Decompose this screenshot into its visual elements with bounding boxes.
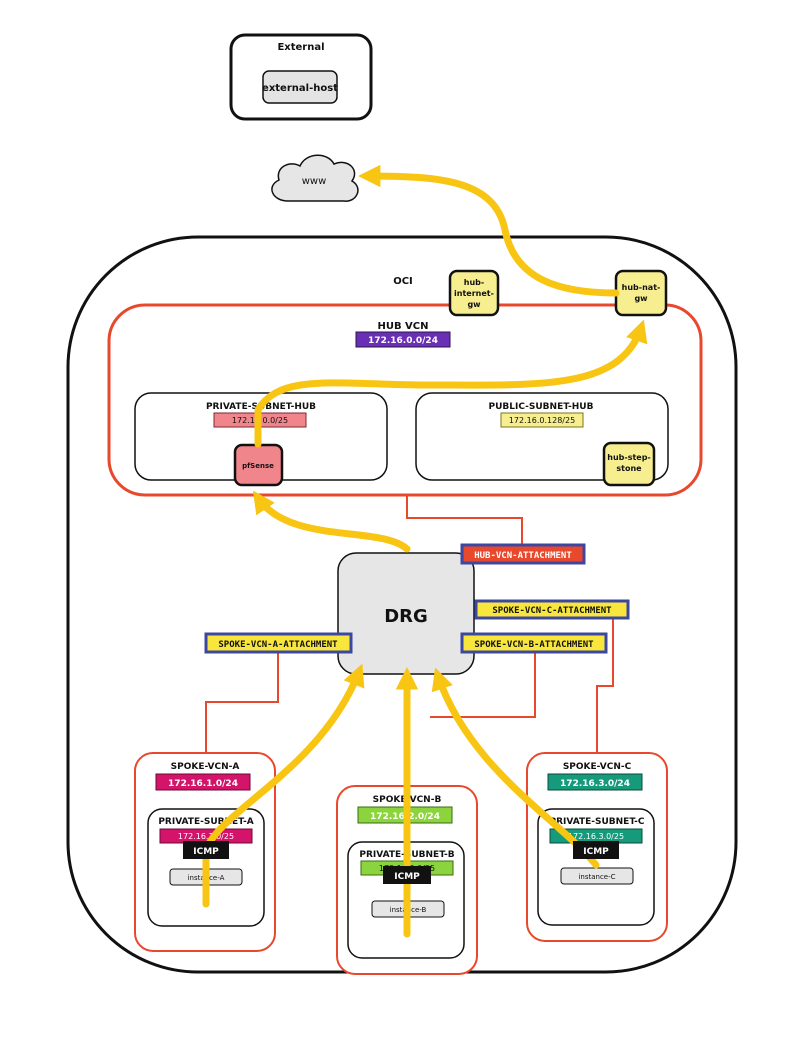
hub-internet-gw-label-2: internet- — [454, 289, 494, 298]
spoke-c-cidr-badge — [547, 773, 643, 791]
icmp-a-label: ICMP — [193, 847, 219, 857]
private-subnet-c-cidr: 172.16.3.0/25 — [568, 832, 624, 841]
hub-vcn-cidr: 172.16.0.0/24 — [368, 336, 438, 346]
spoke-a-attachment-link — [205, 651, 279, 756]
hub-internet-gw-label-1: hub- — [464, 278, 484, 287]
hub-vcn-title: HUB VCN — [377, 321, 428, 332]
spoke-c-attachment-badge — [474, 599, 630, 620]
hub-internet-gw-label-3: gw — [467, 300, 481, 309]
hub-step-stone-label-1: hub-step- — [607, 453, 651, 462]
spoke-c-title: SPOKE-VCN-C — [563, 762, 632, 772]
external-title: External — [277, 42, 324, 53]
spoke-a-cidr-badge — [155, 773, 251, 791]
spoke-c-cidr: 172.16.3.0/24 — [560, 779, 630, 789]
external-host-label: external-host — [262, 83, 338, 94]
spoke-c-attachment-label: SPOKE-VCN-C-ATTACHMENT — [492, 606, 612, 616]
public-subnet-hub-cidr-badge — [500, 412, 584, 428]
drg-label: DRG — [384, 606, 428, 627]
hub-nat-gw-box — [614, 269, 668, 317]
icmp-c-label: ICMP — [583, 847, 609, 857]
internet-cloud: www — [271, 154, 359, 202]
cloud-icon — [271, 154, 359, 202]
spoke-b-attachment-badge — [460, 632, 608, 654]
hub-step-stone-box — [602, 441, 656, 487]
pfsense-label: pfSense — [242, 462, 274, 470]
icmp-c-badge — [573, 841, 619, 859]
spoke-c-attachment-link — [596, 617, 614, 756]
external-host-box — [262, 70, 338, 104]
internet-label: www — [302, 176, 327, 187]
hub-attachment-label: HUB-VCN-ATTACHMENT — [474, 551, 572, 561]
attachment-links — [205, 496, 614, 756]
icmp-b-badge — [383, 866, 431, 884]
instance-c-label: instance-C — [578, 873, 615, 881]
hub-attachment-badge — [460, 543, 586, 565]
flow-drg-to-pfsense — [252, 490, 411, 553]
spoke-b-attachment-label: SPOKE-VCN-B-ATTACHMENT — [474, 640, 594, 650]
hub-internet-gw-box — [448, 269, 500, 317]
hub-vcn-cidr-badge — [355, 331, 451, 348]
private-subnet-a-title: PRIVATE-SUBNET-A — [158, 817, 253, 827]
icmp-b-label: ICMP — [394, 872, 420, 882]
private-subnet-c-title: PRIVATE-SUBNET-C — [549, 817, 644, 827]
flow-nat-to-www — [358, 164, 620, 297]
hub-nat-gw-label-2: gw — [634, 294, 648, 303]
spoke-a-attachment-label: SPOKE-VCN-A-ATTACHMENT — [218, 640, 338, 650]
icmp-a-badge — [183, 841, 229, 859]
flow-pfsense-to-nat — [254, 319, 648, 448]
oci-title: OCI — [393, 276, 413, 287]
hub-attachment-link — [406, 496, 523, 550]
spoke-a-cidr: 172.16.1.0/24 — [168, 779, 238, 789]
private-subnet-a-cidr: 172.16.1.0/25 — [178, 832, 234, 841]
external-group: External external-host — [229, 33, 373, 121]
spoke-a-title: SPOKE-VCN-A — [171, 762, 240, 772]
hub-step-stone-label-2: stone — [616, 464, 642, 473]
hub-nat-gw-label-1: hub-nat- — [622, 283, 661, 292]
public-subnet-hub-cidr: 172.16.0.128/25 — [509, 416, 575, 425]
spoke-a-attachment-badge — [204, 632, 353, 654]
spoke-b-attachment-link — [430, 651, 536, 718]
public-subnet-hub-title: PUBLIC-SUBNET-HUB — [489, 402, 594, 412]
